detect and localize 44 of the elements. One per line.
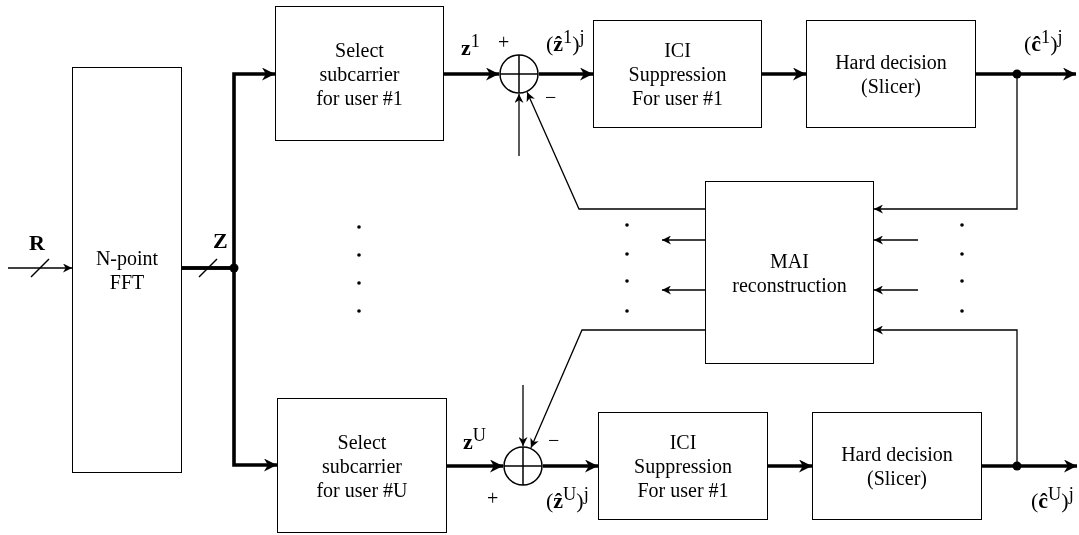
arrow bbox=[762, 67, 806, 81]
arrow bbox=[526, 91, 706, 210]
process-box bbox=[812, 412, 982, 520]
arrow bbox=[530, 329, 706, 449]
arrow bbox=[873, 235, 919, 245]
arrow bbox=[543, 459, 598, 473]
arrow bbox=[182, 266, 277, 472]
sign-label: + bbox=[487, 488, 499, 508]
box-label: MAI reconstruction bbox=[731, 248, 848, 297]
arrow bbox=[873, 285, 919, 295]
summing-junction bbox=[503, 446, 543, 486]
arrow bbox=[661, 285, 706, 295]
process-box bbox=[72, 67, 182, 473]
arrow bbox=[539, 67, 593, 81]
arrow bbox=[976, 67, 1076, 81]
sign-label: + bbox=[498, 32, 510, 52]
edge-label: (ĉ$^{U}$)$^{j}$ bbox=[1030, 485, 1075, 513]
process-box bbox=[277, 398, 447, 533]
sign-label: − bbox=[545, 87, 557, 107]
arrow bbox=[514, 93, 524, 157]
box-label: Select subcarrier for user #U bbox=[315, 429, 409, 502]
arrow bbox=[982, 459, 1077, 473]
edge-label: (ĉ$^{1}$)$^{j}$ bbox=[1023, 28, 1064, 56]
arrow bbox=[518, 384, 528, 447]
box-label: N-point FFT bbox=[94, 246, 160, 294]
process-box bbox=[275, 6, 444, 141]
arrow bbox=[7, 263, 73, 273]
arrow bbox=[768, 459, 812, 473]
box-label: Select subcarrier for user #1 bbox=[315, 37, 404, 110]
edge-label: (ẑ$^{U}$)$^{j}$ bbox=[545, 485, 590, 513]
process-box bbox=[593, 20, 762, 128]
arrow bbox=[447, 459, 503, 473]
process-box bbox=[806, 20, 976, 128]
edge-label: (ẑ$^{1}$)$^{j}$ bbox=[545, 28, 586, 56]
sign-label: − bbox=[548, 430, 560, 450]
process-box bbox=[598, 412, 768, 520]
summing-junction bbox=[499, 54, 539, 94]
arrow bbox=[661, 235, 706, 245]
arrow bbox=[444, 67, 499, 81]
box-label: Hard decision (Slicer) bbox=[840, 442, 954, 490]
box-label: ICI Suppression For user #1 bbox=[633, 430, 733, 502]
box-label: ICI Suppression For user #1 bbox=[627, 38, 728, 110]
process-box bbox=[705, 181, 874, 364]
box-label: Hard decision (Slicer) bbox=[834, 50, 948, 98]
